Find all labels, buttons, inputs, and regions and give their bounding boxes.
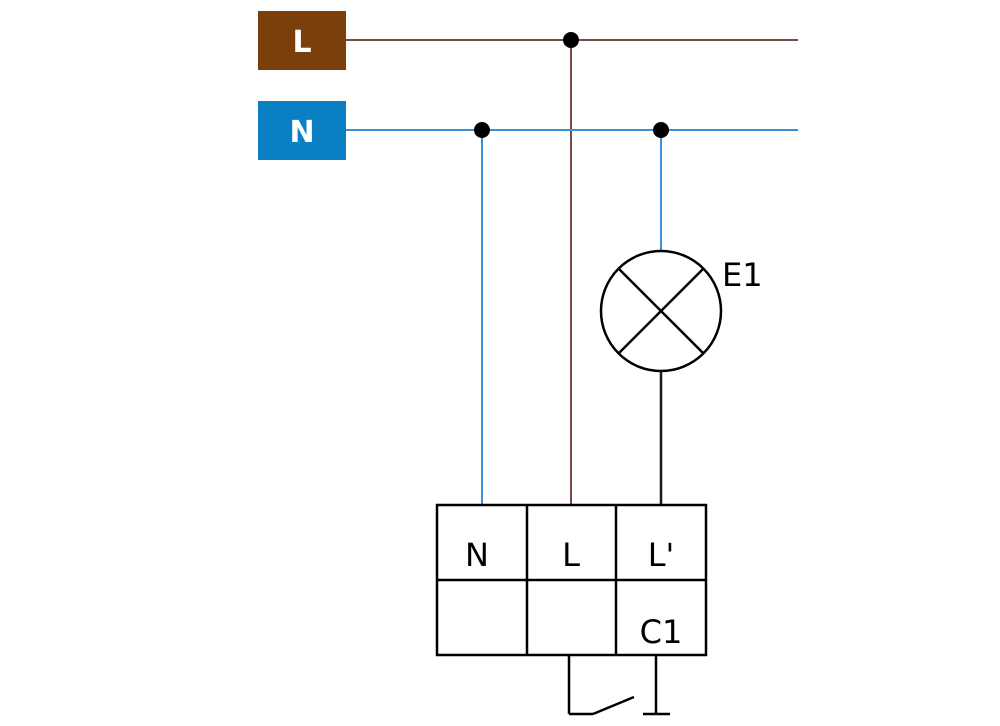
lamp-neutral-junction-dot: [653, 122, 669, 138]
terminal-l-prime-label: L': [648, 536, 675, 574]
lamp-cross-icon: [599, 249, 723, 373]
live-junction-dot: [563, 32, 579, 48]
pushbutton-switch-icon: [567, 655, 670, 716]
terminal-l-label: L: [562, 536, 580, 574]
terminal-c1-label: C1: [640, 613, 683, 651]
lamp-label: E1: [722, 256, 763, 294]
live-supply-badge: [258, 11, 346, 70]
terminal-n-label: N: [465, 536, 489, 574]
neutral-supply-badge: [258, 101, 346, 160]
module-box: [435, 503, 708, 657]
live-supply-label: L: [292, 25, 311, 60]
neutral-supply-label: N: [289, 115, 314, 150]
neutral-junction-dot: [474, 122, 490, 138]
